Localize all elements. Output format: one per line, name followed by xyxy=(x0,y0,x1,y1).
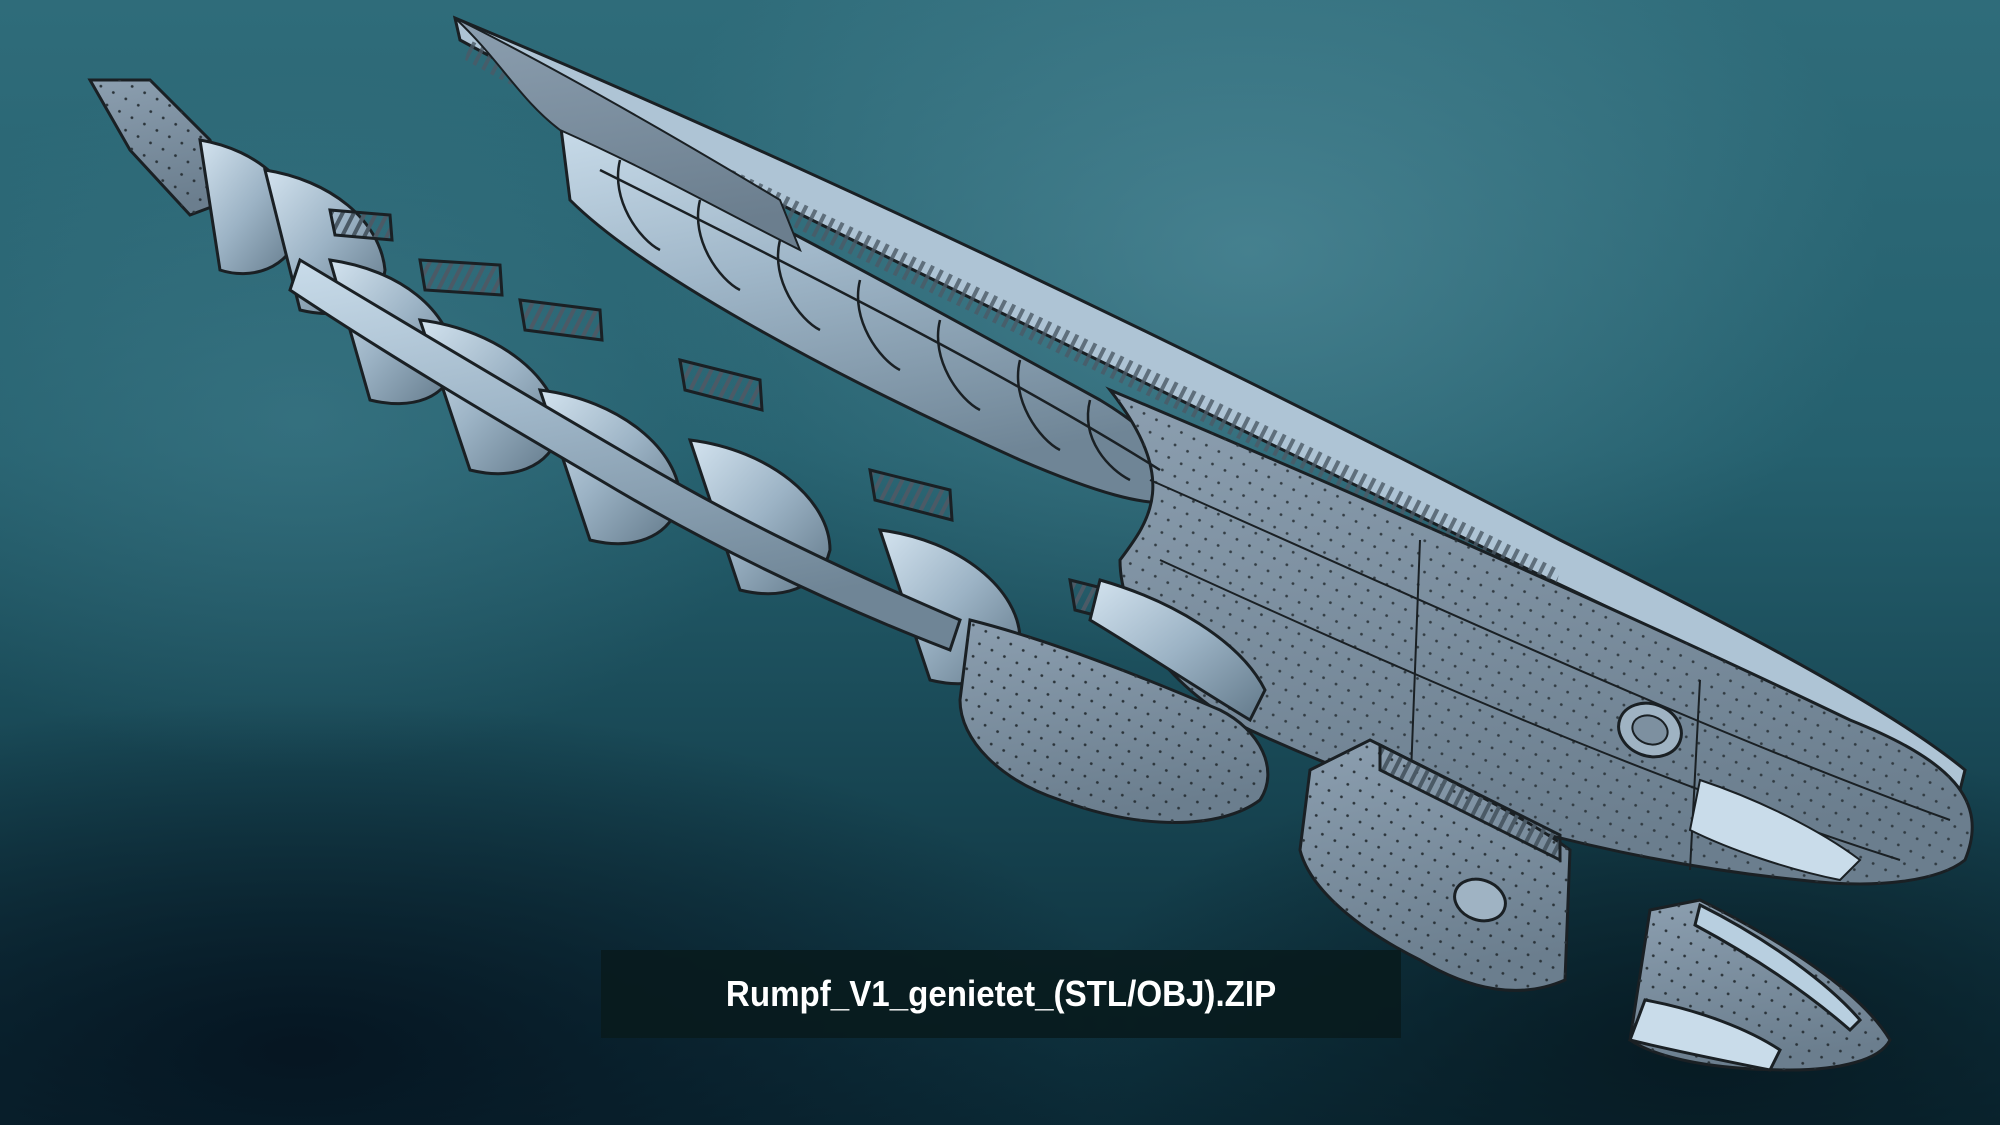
caption-text: Rumpf_V1_genietet_(STL/OBJ).ZIP xyxy=(725,973,1277,1014)
exploded-hull-segments xyxy=(87,78,1270,824)
bow-section-left xyxy=(1298,738,1572,992)
main-hull xyxy=(452,15,1974,886)
bow-section-right xyxy=(1628,898,1892,1072)
caption-banner: Rumpf_V1_genietet_(STL/OBJ).ZIP xyxy=(601,950,1401,1038)
